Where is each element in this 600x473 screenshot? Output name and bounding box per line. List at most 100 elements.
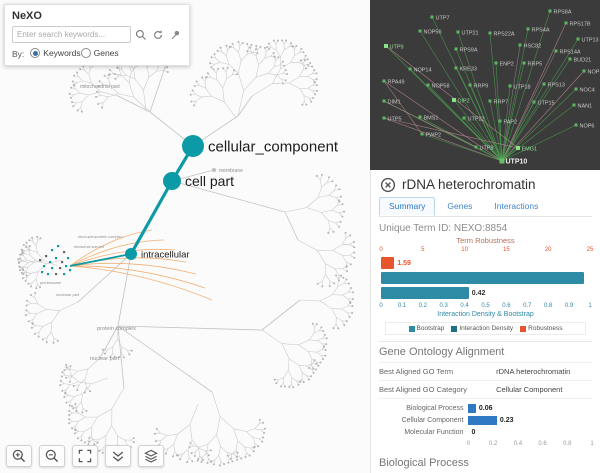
gene-node[interactable] [508,84,512,88]
gene-node[interactable] [542,82,546,86]
fit-to-window-button[interactable] [72,445,98,467]
tree-node-cell-part[interactable] [163,172,181,190]
gene-node-label[interactable]: RPS9A [460,47,478,53]
gene-node-label[interactable]: UTP15 [538,100,555,106]
gene-node[interactable] [564,21,568,25]
gene-node[interactable] [488,31,492,35]
layers-button[interactable] [138,445,164,467]
gene-node-label[interactable]: ENP2 [500,61,514,67]
tab-genes[interactable]: Genes [437,197,482,216]
reset-icon[interactable] [151,28,165,42]
pin-icon[interactable] [168,28,182,42]
gene-node-label[interactable]: NOP1 [588,69,600,75]
gene-node[interactable] [384,44,388,48]
gene-node[interactable] [420,132,424,136]
gene-node[interactable] [494,61,498,65]
gene-node-label[interactable]: NOP6 [580,123,595,129]
gene-node[interactable] [572,103,576,107]
gene-network-svg[interactable]: UTP7 RPS8A RPS17B NOP56 UTP21 RPS22A RPS4A UTP1… [370,0,600,170]
gene-node[interactable] [499,158,505,164]
gene-node[interactable] [454,66,458,70]
gene-node-label[interactable]: UTP21 [462,30,479,36]
gene-node[interactable] [430,15,434,19]
gene-node-label[interactable]: NAN1 [578,103,593,109]
gene-node-label[interactable]: UTP7 [436,15,450,21]
zoom-out-button[interactable] [39,445,65,467]
gene-network-panel[interactable]: UTP7 RPS8A RPS17B NOP56 UTP21 RPS22A RPS4A UTP1… [370,0,600,170]
gene-node-label[interactable]: RRP5 [528,61,543,67]
gene-node-label[interactable]: RPS22A [494,31,515,37]
gene-node-label[interactable]: EMG1 [522,146,538,152]
gene-node-label[interactable]: PWP2 [426,132,442,138]
gene-node-label[interactable]: RPS4A [532,27,550,33]
gene-node[interactable] [418,29,422,33]
gene-node-label[interactable]: RPS8A [554,9,572,15]
gene-node-label[interactable]: UTP18 [514,84,531,90]
gene-node-label[interactable]: NOP56 [424,29,442,35]
gene-node-label[interactable]: RPS13 [548,82,565,88]
gene-node[interactable] [498,119,502,123]
gene-node[interactable] [548,9,552,13]
gene-node-label[interactable]: UTP8 [480,145,494,151]
gene-node-label[interactable]: NOP14 [414,67,432,73]
gene-node-label[interactable]: UTP13 [582,37,599,43]
gene-node[interactable] [426,83,430,87]
search-by-genes[interactable]: Genes [80,48,119,58]
gene-node[interactable] [518,43,522,47]
gene-node-label[interactable]: UTP10 [506,158,528,165]
gene-node-label[interactable]: PAP2 [504,119,518,125]
gene-node-label[interactable]: DIP2 [458,98,470,104]
gene-node-label[interactable]: RRP9 [474,83,489,89]
gene-node[interactable] [568,57,572,61]
gene-node-label[interactable]: RPS17B [570,21,591,27]
gene-node[interactable] [462,116,466,120]
gene-node[interactable] [408,67,412,71]
gene-node[interactable] [532,100,536,104]
gene-node-label[interactable]: HSC82 [524,43,542,49]
tree-node-intracellular[interactable] [125,248,137,260]
gene-node[interactable] [526,27,530,31]
expand-depth-button[interactable] [105,445,131,467]
tree-node-cellular-component[interactable] [182,135,204,157]
gene-node-label[interactable]: BUD21 [574,57,592,63]
gene-node[interactable] [418,115,422,119]
close-details-button[interactable] [379,176,396,193]
gene-node-label[interactable]: NOC4 [580,87,595,93]
gene-node[interactable] [474,145,478,149]
zoom-in-button[interactable] [6,445,32,467]
gene-node[interactable] [516,146,520,150]
gene-node[interactable] [574,123,578,127]
gene-node[interactable] [456,30,460,34]
tab-interactions[interactable]: Interactions [484,197,548,216]
radio-icon[interactable] [80,48,91,58]
gene-node[interactable] [574,87,578,91]
gene-node-label[interactable]: RRP7 [494,99,509,105]
gene-node-label[interactable]: UTP5 [388,116,402,122]
gene-node-label[interactable]: NOP58 [432,83,450,89]
gene-node-label[interactable]: RPA49 [388,79,405,85]
radio-icon[interactable] [30,48,41,58]
gene-node[interactable] [382,116,386,120]
gene-node-label[interactable]: BMS1 [424,115,439,121]
gene-node[interactable] [468,83,472,87]
gene-node[interactable] [522,61,526,65]
gene-node-label[interactable]: UTP9 [390,44,404,50]
gene-node[interactable] [576,37,580,41]
gene-node[interactable] [554,49,558,53]
gene-node[interactable] [454,47,458,51]
gene-node-label[interactable]: UTP22 [468,116,485,122]
gene-node[interactable] [452,98,456,102]
gene-node-label[interactable]: RPS14A [560,49,581,55]
gene-node[interactable] [582,69,586,73]
gene-node-label[interactable]: DIM1 [388,99,401,105]
tab-summary[interactable]: Summary [379,197,436,216]
gene-node[interactable] [488,99,492,103]
gene-node[interactable] [382,79,386,83]
search-input[interactable] [12,26,131,43]
gene-node-label[interactable]: KRE33 [460,66,477,72]
search-by-keywords[interactable]: Keywords [30,48,81,58]
gene-node[interactable] [382,99,386,103]
search-icon[interactable] [134,28,148,42]
